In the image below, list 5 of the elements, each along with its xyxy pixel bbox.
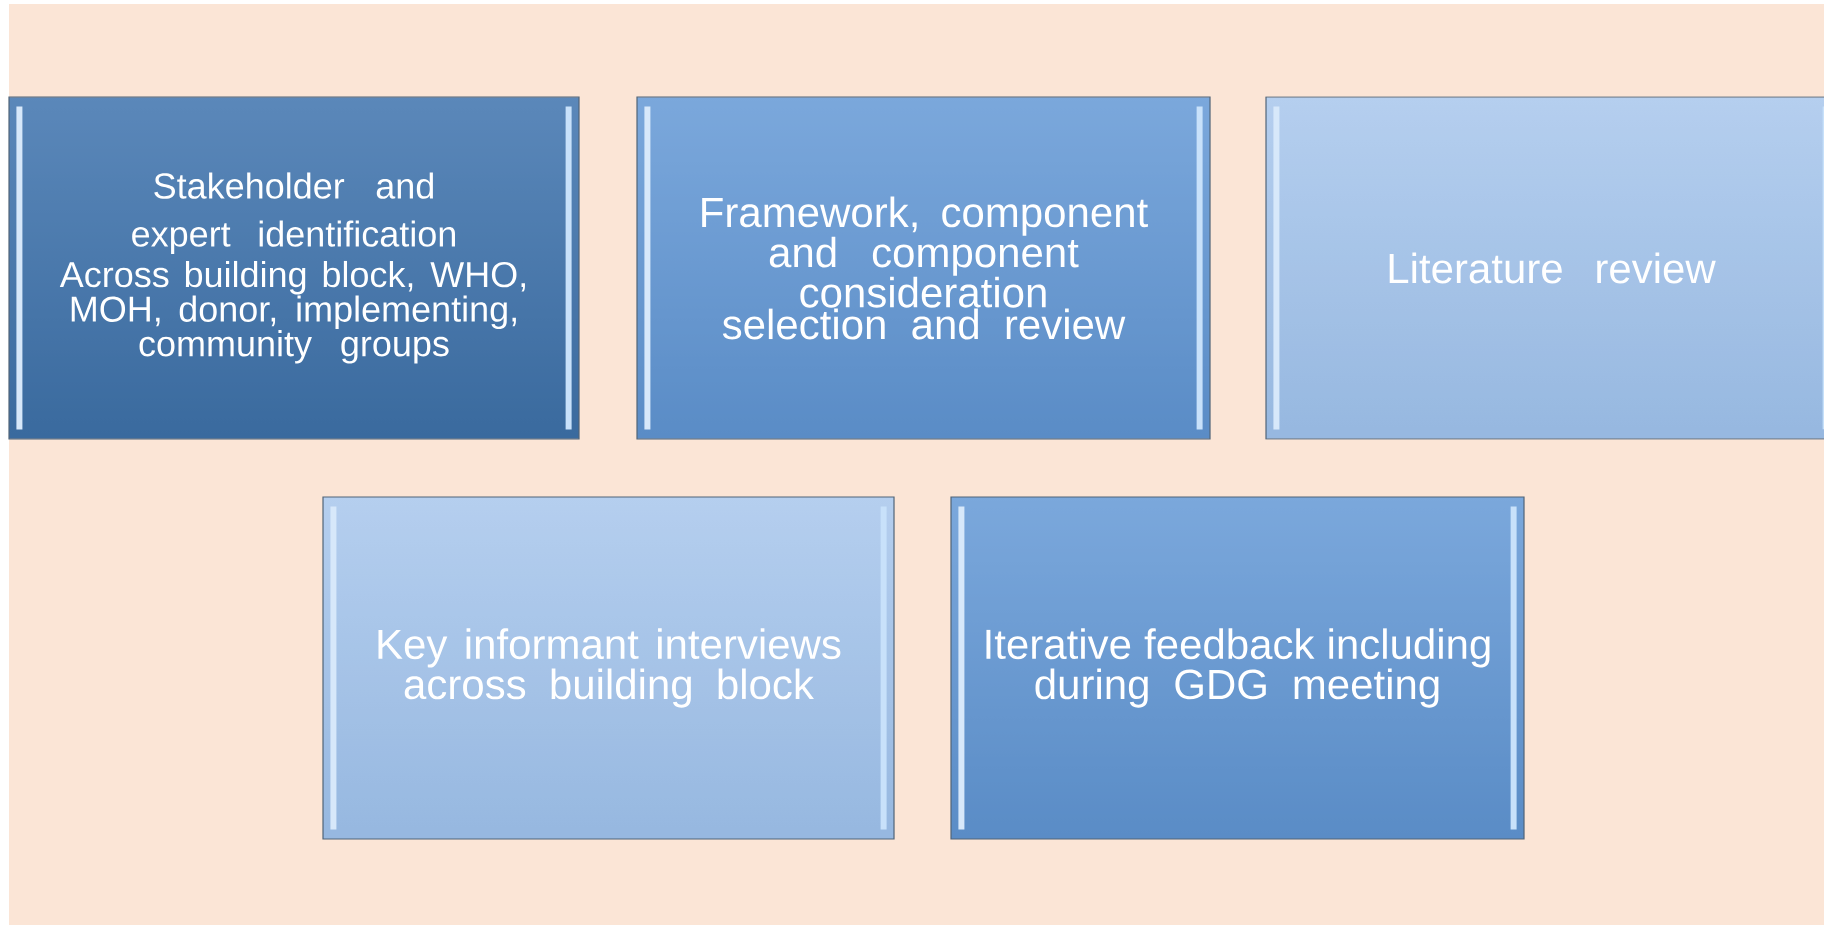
process-box: Key informant interviews across building block (322, 496, 895, 840)
process-box: Framework, component and component consideration selection and review (636, 96, 1211, 440)
process-box: Iterative feedback including during GDG meeting (950, 496, 1525, 840)
process-box: Literature review (1265, 96, 1824, 440)
process-box: Stakeholder and expert identification Across building block, WHO, MOH, donor, implementing, community groups (8, 96, 580, 440)
